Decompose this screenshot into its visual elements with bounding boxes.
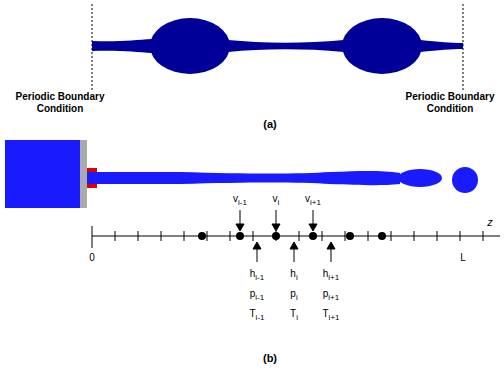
droplet (452, 167, 478, 193)
axis-origin (92, 226, 93, 248)
node-dots (198, 232, 386, 240)
z-axis (92, 236, 500, 237)
jet-thread (228, 40, 344, 52)
text-label: (a) (263, 118, 276, 131)
variable-label: vi (273, 193, 280, 207)
variable-label: vi-1 (233, 193, 247, 207)
variable-label: Ti (290, 308, 298, 322)
nozzle (5, 140, 80, 208)
text-label: 0 (89, 252, 95, 264)
arrows (236, 210, 335, 262)
jet-thread (420, 40, 463, 52)
variable-label: Ti+1 (322, 308, 339, 322)
nozzle-plate (80, 140, 87, 208)
text-label: (b) (263, 352, 277, 365)
droplet (150, 18, 230, 74)
variable-label: hi+1 (323, 268, 339, 282)
variable-label: hi (290, 268, 297, 282)
axis-ticks (115, 231, 483, 241)
variable-label: hi-1 (250, 268, 264, 282)
nozzle-edge (87, 168, 97, 172)
text-label: z (487, 216, 493, 229)
text-label: L (460, 252, 466, 264)
text-label: Periodic Boundary Condition (398, 91, 502, 114)
droplet (398, 169, 442, 187)
variable-label: Ti-1 (250, 308, 265, 322)
variable-label: pi+1 (323, 288, 339, 302)
jet-thread (92, 39, 152, 53)
jet (87, 171, 400, 185)
variable-label: pi (290, 288, 297, 302)
variable-label: vi+1 (305, 193, 321, 207)
nozzle-edge (87, 184, 97, 188)
variable-label: pi-1 (250, 288, 264, 302)
droplet (342, 18, 422, 74)
text-label: Periodic Boundary Condition (8, 91, 112, 114)
